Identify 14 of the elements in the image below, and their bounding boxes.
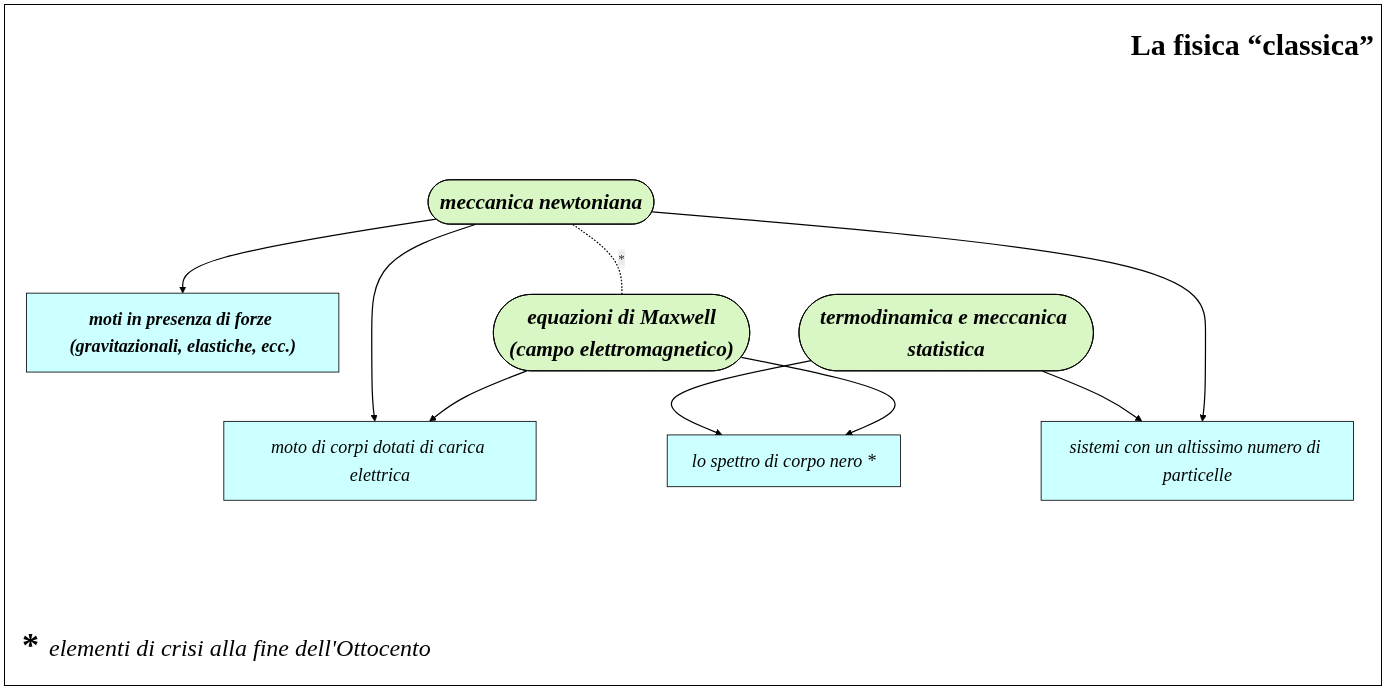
node-box: moto di corpi dotati di carica elettrica: [223, 420, 537, 501]
title: La fisica “classica”: [1130, 28, 1374, 62]
arrow: [670, 359, 812, 436]
edge-label: *: [618, 251, 625, 266]
arrow: [740, 356, 896, 436]
node-box: sistemi con un altissimo numero di particelle: [1040, 420, 1354, 501]
arrow: [429, 370, 528, 422]
node-box: moti in presenza di forze (gravitazionali, elastiche, ecc.): [26, 292, 340, 373]
footnote-text: elementi di crisi alla fine dell'Ottocento: [49, 635, 431, 661]
arrow: [651, 211, 1207, 422]
arrow: [1042, 370, 1143, 422]
arrow: [179, 218, 437, 294]
asterisk-mark: *: [22, 626, 39, 663]
node-box: lo spettro di corpo nero *: [666, 434, 901, 488]
